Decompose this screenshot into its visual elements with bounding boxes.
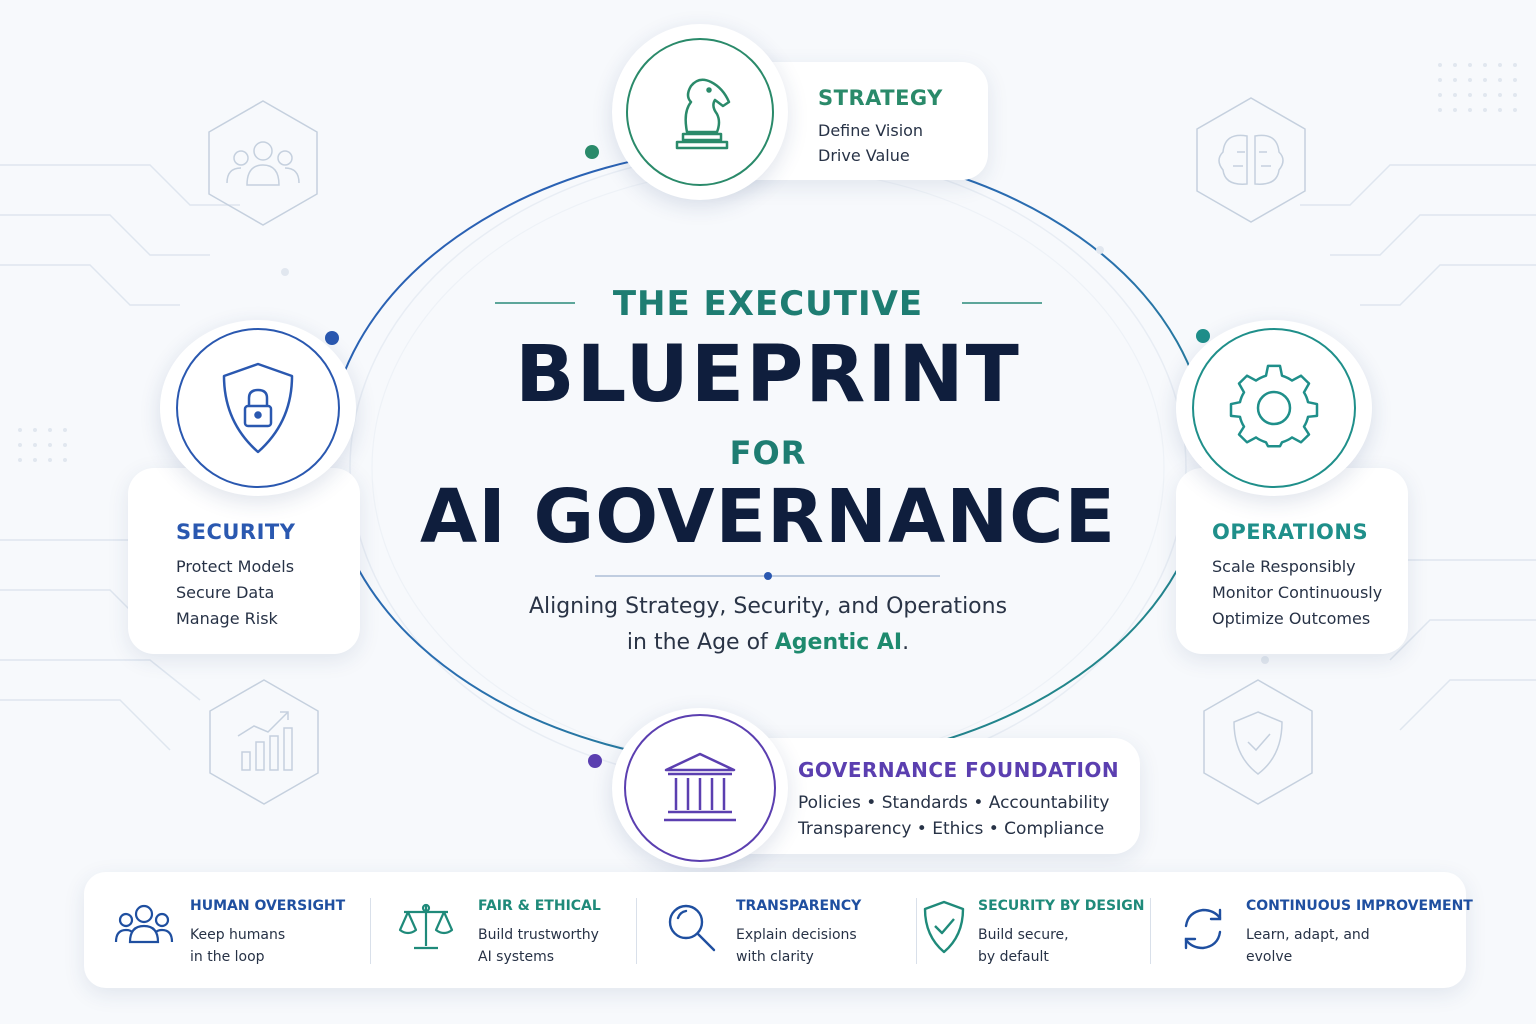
brain-hex-icon <box>1196 97 1306 223</box>
shield-lock-icon <box>222 362 294 454</box>
refresh-icon <box>1184 908 1222 950</box>
principle-title: TRANSPARENCY <box>736 898 862 914</box>
principle-title: CONTINUOUS IMPROVEMENT <box>1246 898 1473 914</box>
chess-knight-icon <box>675 78 731 150</box>
principle-divider <box>370 898 371 964</box>
shield-hex-icon <box>1203 679 1313 805</box>
orbit-node-governance <box>588 754 602 768</box>
subtitle-suffix: . <box>902 630 910 655</box>
governance-title: GOVERNANCE FOUNDATION <box>798 758 1120 782</box>
scales-icon <box>398 903 454 950</box>
operations-line-1: Scale Responsibly <box>1212 557 1356 576</box>
operations-card: OPERATIONS Scale Responsibly Monitor Con… <box>1176 468 1408 654</box>
governance-badge <box>612 708 788 868</box>
principle-desc: Learn, adapt, and evolve <box>1246 927 1370 965</box>
governance-line-2: Transparency • Ethics • Compliance <box>798 819 1105 839</box>
subtitle-accent: Agentic AI <box>774 630 903 655</box>
title-connector: FOR <box>729 434 807 472</box>
principle-transparency: TRANSPARENCY Explain decisions with clar… <box>638 872 916 988</box>
subtitle-line-2: in the Age of Agentic AI. <box>0 630 1536 655</box>
security-line-3: Manage Risk <box>176 609 278 628</box>
operations-line-3: Optimize Outcomes <box>1212 609 1371 628</box>
principle-divider <box>1150 898 1151 964</box>
operations-badge <box>1176 320 1372 496</box>
shield-check-icon <box>923 900 965 954</box>
principle-desc: Explain decisions with clarity <box>736 927 857 965</box>
principle-continuous-improvement: CONTINUOUS IMPROVEMENT Learn, adapt, and… <box>1152 872 1473 988</box>
chart-hex-icon <box>209 679 319 805</box>
subtitle-prefix: in the Age of <box>626 630 775 655</box>
gear-icon <box>1229 364 1319 448</box>
strategy-line-2: Drive Value <box>818 146 910 165</box>
orbit-node-security <box>325 331 339 345</box>
strategy-title: STRATEGY <box>818 86 943 110</box>
principle-title: HUMAN OVERSIGHT <box>190 898 346 914</box>
strategy-badge <box>612 24 788 200</box>
institution-icon <box>664 752 736 822</box>
principle-desc: Build trustworthy AI systems <box>478 927 599 965</box>
users-hex-icon <box>208 100 318 226</box>
title-main: BLUEPRINT <box>515 330 1021 420</box>
principle-divider <box>636 898 637 964</box>
principles-bar: HUMAN OVERSIGHT Keep humans in the loop … <box>84 872 1473 988</box>
security-card: SECURITY Protect Models Secure Data Mana… <box>128 468 360 654</box>
title-subject: AI GOVERNANCE <box>419 474 1117 560</box>
subtitle-line-1: Aligning Strategy, Security, and Operati… <box>528 594 1008 619</box>
strategy-line-1: Define Vision <box>818 121 924 140</box>
principle-human-oversight: HUMAN OVERSIGHT Keep humans in the loop <box>84 872 370 988</box>
title-eyebrow: THE EXECUTIVE <box>612 284 924 324</box>
security-line-2: Secure Data <box>176 583 275 602</box>
operations-line-2: Monitor Continuously <box>1212 583 1383 602</box>
principle-fair-ethical: FAIR & ETHICAL Build trustworthy AI syst… <box>372 872 636 988</box>
security-line-1: Protect Models <box>176 557 295 576</box>
orbit-node-operations <box>1196 329 1210 343</box>
principle-desc: Keep humans in the loop <box>190 927 286 965</box>
dot-grid <box>18 63 1517 462</box>
security-badge <box>160 320 356 496</box>
principle-security-by-design: SECURITY BY DESIGN Build secure, by defa… <box>918 872 1150 988</box>
principle-title: SECURITY BY DESIGN <box>978 898 1145 914</box>
magnifier-icon <box>668 904 716 952</box>
governance-line-1: Policies • Standards • Accountability <box>798 793 1110 813</box>
orbit-node-strategy <box>585 145 599 159</box>
principle-title: FAIR & ETHICAL <box>478 898 601 914</box>
operations-title: OPERATIONS <box>1212 520 1369 544</box>
security-title: SECURITY <box>176 520 296 544</box>
principle-divider <box>916 898 917 964</box>
people-icon <box>114 904 174 944</box>
circuit-lines-right <box>1300 164 1536 731</box>
principle-desc: Build secure, by default <box>978 927 1069 965</box>
